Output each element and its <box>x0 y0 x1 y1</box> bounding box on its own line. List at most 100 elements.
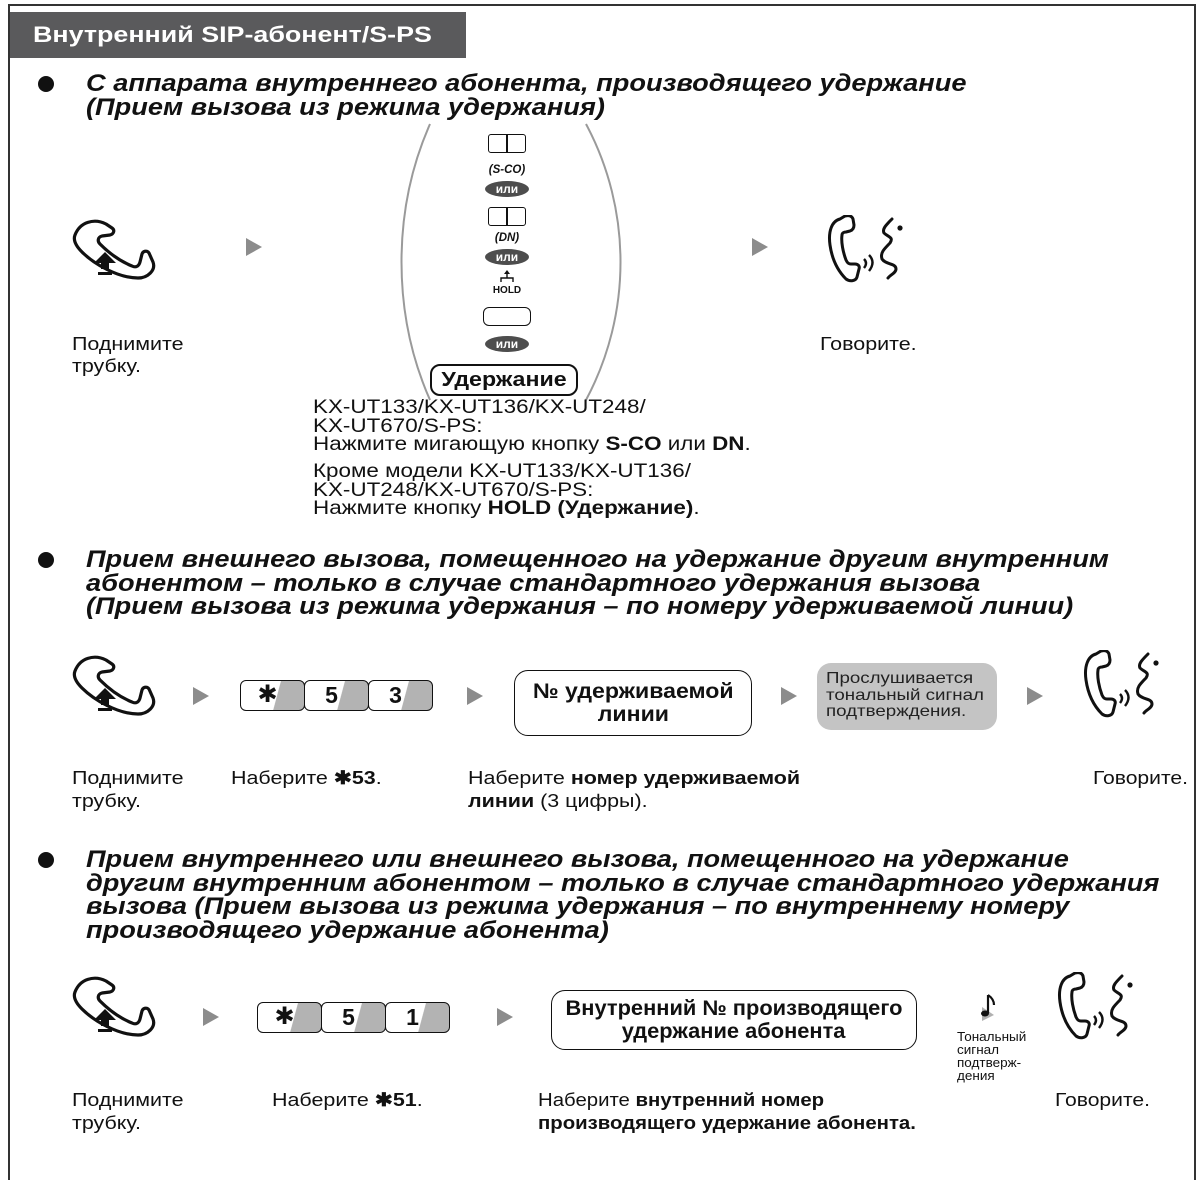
digit-key: 5 <box>321 1002 386 1033</box>
digit-key: 1 <box>385 1002 450 1033</box>
section2-title: Прием внешнего вызова, помещенного на уд… <box>86 548 1109 619</box>
note-line: Нажмите мигающую кнопку S-CO или DN. <box>313 434 751 455</box>
held-line-number-box: № удерживаемой линии <box>514 670 752 736</box>
off-hook-handset-icon <box>72 654 156 718</box>
note-text: . <box>693 498 700 519</box>
bullet-icon <box>38 552 54 568</box>
section2-title-line: (Прием вызова из режима удержания – по н… <box>86 593 1074 620</box>
hold-label: HOLD <box>492 285 522 296</box>
bullet-icon <box>38 852 54 868</box>
enter-line-number-label: Наберите номер удерживаемой линии (3 циф… <box>468 766 800 812</box>
or-badge: или <box>485 249 529 265</box>
note-text: Нажмите кнопку <box>313 498 488 519</box>
flexible-key-icon <box>488 134 526 153</box>
section1-title-line: С аппарата внутреннего абонента, произво… <box>86 70 967 97</box>
section3-title: Прием внутреннего или внешнего вызова, п… <box>86 848 1159 944</box>
confirmation-tone-note-icon <box>981 994 996 1021</box>
note-line: KX-UT248/KX-UT670/S-PS: <box>313 479 594 501</box>
note-text: или <box>661 434 713 455</box>
section2-title-line: Прием внешнего вызова, помещенного на уд… <box>86 546 1109 573</box>
section3-title-line: производящего удержание абонента) <box>86 916 609 944</box>
lift-label-line: трубку. <box>72 355 141 376</box>
star-key: ✱ <box>240 680 305 711</box>
lift-handset-label: Поднимите трубку. <box>72 1088 184 1134</box>
step-arrow-icon <box>497 1008 513 1026</box>
frame-border-left <box>8 4 10 1180</box>
label-line: Наберите внутренний номер <box>538 1088 824 1111</box>
lift-label-line: Поднимите <box>72 1089 184 1110</box>
lift-handset-label: Поднимите трубку. <box>72 333 184 377</box>
tone-label-line: сигнал <box>957 1043 1000 1057</box>
dial-code-label: Наберите ✱53. <box>231 766 382 789</box>
note-line: KX-UT133/KX-UT136/KX-UT248/ <box>313 397 646 418</box>
section3-title-line: Прием внутреннего или внешнего вызова, п… <box>86 846 1069 873</box>
note-text: Нажмите мигающую кнопку <box>313 434 606 455</box>
section-header-title: Внутренний SIP-абонент/S-PS <box>33 22 432 47</box>
talk-label-text: Говорите. <box>1055 1089 1150 1110</box>
feature-code: ✱53 <box>333 767 376 788</box>
note-line: KX-UT670/S-PS: <box>313 415 483 437</box>
note-bold-dn: DN <box>712 434 745 455</box>
label-line: производящего удержание абонента. <box>538 1111 916 1134</box>
sco-label: (S-CO) <box>488 164 526 176</box>
tone-box-line: Прослушивается <box>826 670 974 687</box>
step-arrow-icon <box>193 687 209 705</box>
label-text: . <box>416 1089 423 1110</box>
tone-label-line: дения <box>957 1069 995 1083</box>
off-hook-handset-icon <box>72 218 156 282</box>
label-text: Наберите <box>231 767 334 788</box>
digit-key: 5 <box>304 680 369 711</box>
feature-code: ✱51 <box>374 1089 417 1110</box>
digit-key: 3 <box>368 680 433 711</box>
note-bold-sco: S-CO <box>605 434 662 455</box>
step-arrow-icon <box>467 687 483 705</box>
talk-label: Говорите. <box>1055 1088 1150 1111</box>
label-bold: производящего удержание абонента. <box>538 1112 916 1133</box>
hold-key-label: Удержание <box>441 369 567 391</box>
step-arrow-icon <box>752 238 768 256</box>
label-text: . <box>375 767 382 788</box>
talk-label: Говорите. <box>820 333 917 355</box>
star-key: ✱ <box>257 1002 322 1033</box>
dn-label: (DN) <box>494 232 520 244</box>
frame-border-right <box>1194 4 1196 1180</box>
hold-button-icon <box>483 307 531 326</box>
talk-label: Говорите. <box>1093 766 1188 789</box>
label-text: Наберите <box>272 1089 375 1110</box>
section1-title: С аппарата внутреннего абонента, произво… <box>86 72 966 121</box>
note-bold-hold: HOLD (Удержание) <box>487 498 694 519</box>
dial-keys: ✱ 5 3 <box>240 680 433 711</box>
section-header-tab: Внутренний SIP-абонент/S-PS <box>10 12 466 58</box>
frame-border-top <box>8 4 1196 6</box>
options-bracket <box>400 123 622 401</box>
section2-title-line: абонентом – только в случае стандартного… <box>86 569 981 597</box>
step-arrow-icon <box>1027 687 1043 705</box>
section3-title-line: вызова (Прием вызова из режима удержания… <box>86 893 1070 920</box>
section1-title-line: (Прием вызова из режима удержания) <box>86 93 605 121</box>
label-bold: номер удерживаемой <box>570 767 801 788</box>
lift-label-line: трубку. <box>72 790 141 811</box>
enter-extension-number-label: Наберите внутренний номер производящего … <box>538 1088 916 1134</box>
step-arrow-icon <box>781 687 797 705</box>
dial-code-label: Наберите ✱51. <box>272 1088 423 1111</box>
label-text: Наберите <box>538 1089 636 1110</box>
model-note-1: KX-UT133/KX-UT136/KX-UT248/ KX-UT670/S-P… <box>313 397 751 455</box>
label-bold: внутренний номер <box>635 1089 825 1110</box>
talk-icon <box>1056 972 1136 1040</box>
step-arrow-icon <box>203 1008 219 1026</box>
holding-extension-number-box: Внутренний № производящего удержание або… <box>551 990 917 1050</box>
label-line: Наберите номер удерживаемой <box>468 766 800 789</box>
section3-title-line: другим внутренним абонентом – только в с… <box>86 869 1160 897</box>
confirmation-tone-box: Прослушивается тональный сигнал подтверж… <box>817 663 997 730</box>
lift-handset-label: Поднимите трубку. <box>72 766 184 812</box>
or-badge: или <box>485 336 529 352</box>
tone-label-line: Тональный <box>957 1030 1027 1044</box>
label-text: (3 цифры). <box>534 790 648 811</box>
off-hook-handset-icon <box>72 975 156 1039</box>
dial-code-text: Наберите ✱53. <box>231 766 382 789</box>
box-line: удержание абонента <box>622 1020 846 1043</box>
label-bold: линии <box>468 790 535 811</box>
tone-label-line: подтверж- <box>957 1056 1022 1070</box>
label-line: линии (3 цифры). <box>468 789 648 812</box>
